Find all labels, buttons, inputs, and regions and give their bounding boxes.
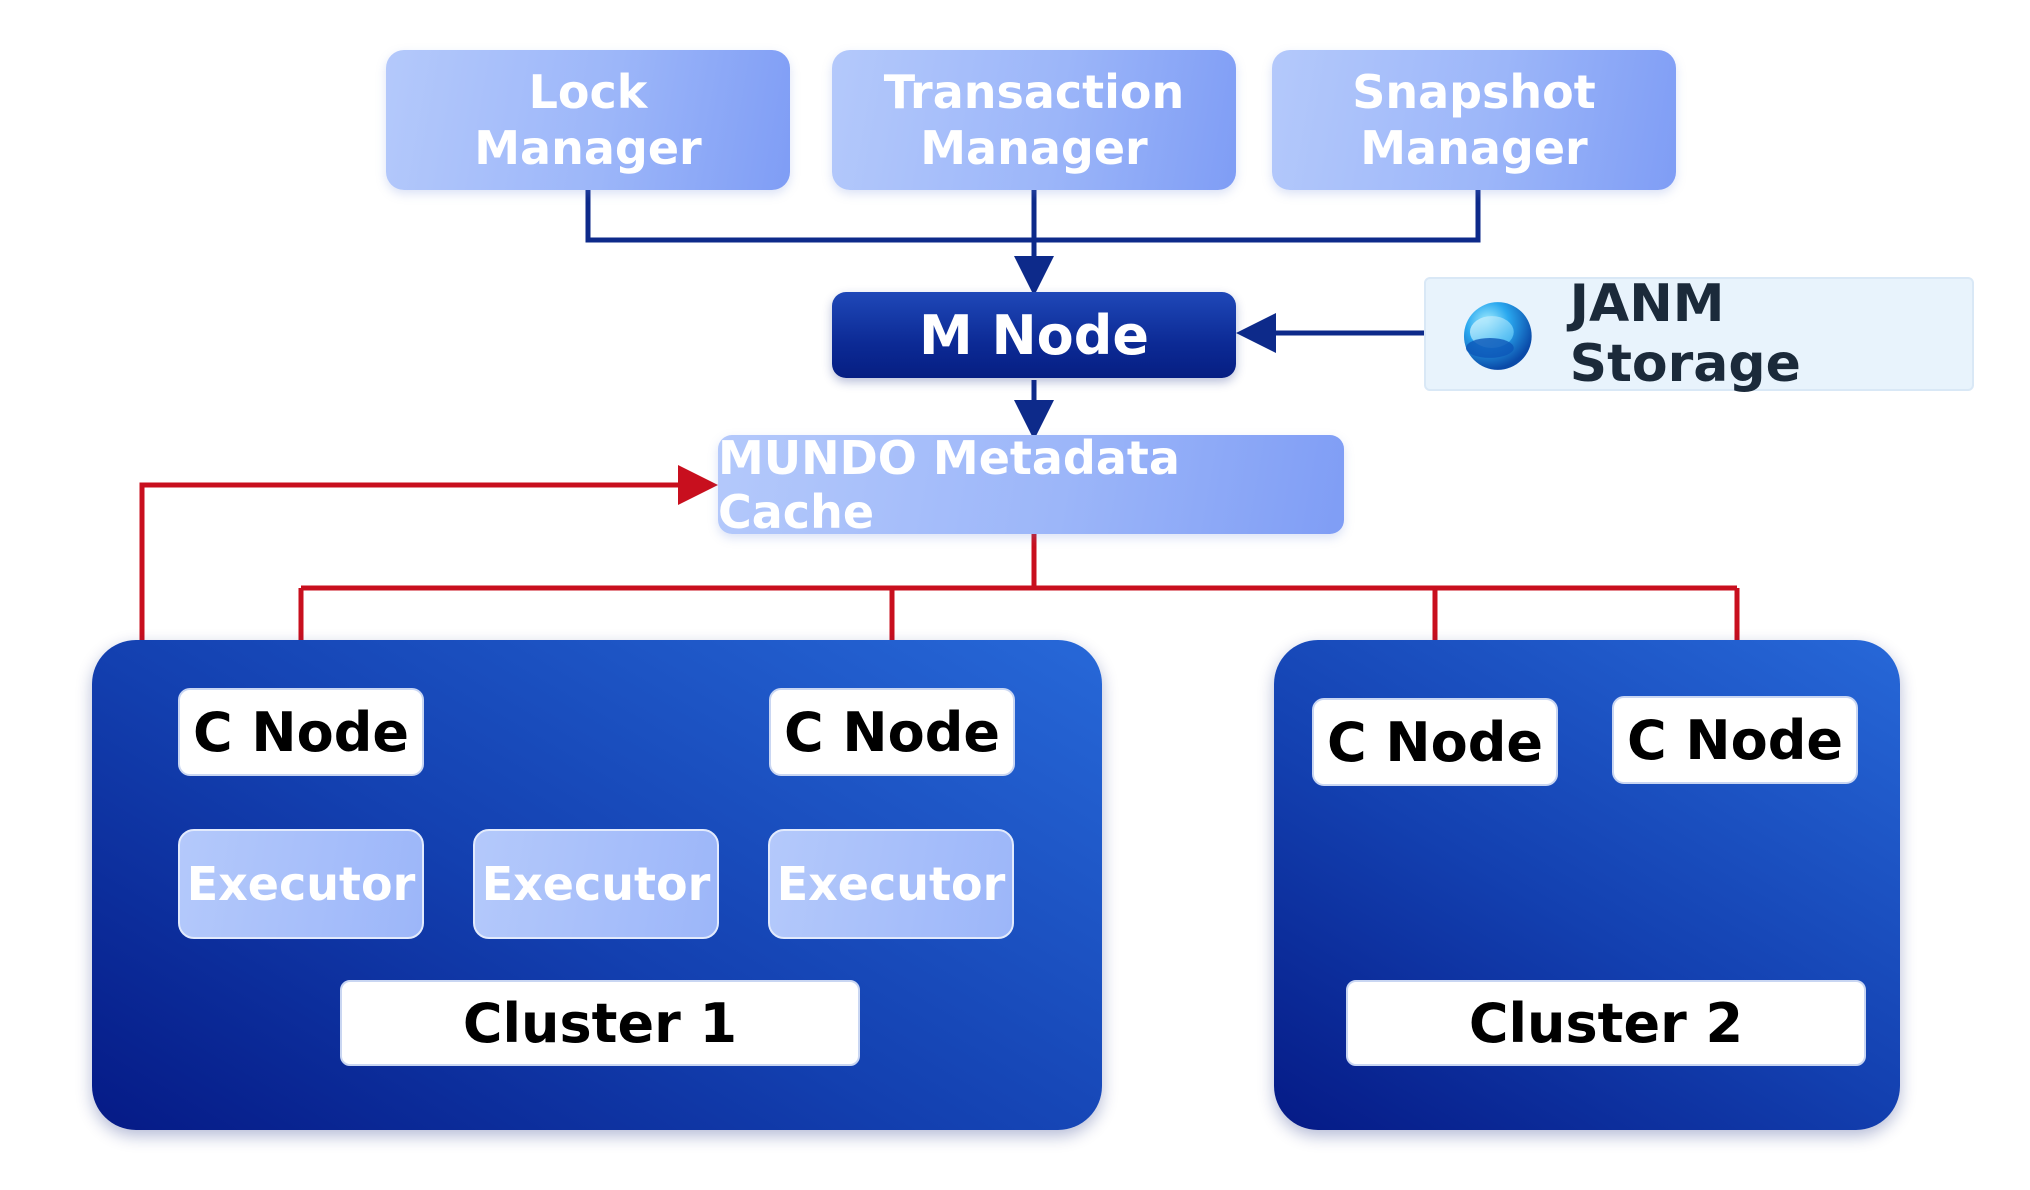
cache-distribution-line <box>301 534 1037 591</box>
executor-label: Executor <box>776 857 1006 911</box>
executor: Executor <box>768 829 1014 939</box>
metadata-cache: MUNDO Metadata Cache <box>718 431 1344 539</box>
transaction-manager-line-2: Manager <box>920 121 1148 175</box>
c-node-label: C Node <box>1327 710 1543 774</box>
snapshot-manager: Snapshot Manager <box>1272 50 1676 190</box>
executor: Executor <box>178 829 424 939</box>
cluster-1-label: Cluster 1 <box>340 980 860 1066</box>
c-node: C Node <box>1612 696 1858 784</box>
cluster-1-label-text: Cluster 1 <box>462 991 738 1055</box>
c-node: C Node <box>769 688 1015 776</box>
lock-manager: Lock Manager <box>386 50 790 190</box>
transaction-manager: Transaction Manager <box>832 50 1236 190</box>
c-node: C Node <box>1312 698 1558 786</box>
m-node: M Node <box>832 292 1236 378</box>
metadata-cache-label: MUNDO Metadata Cache <box>718 430 1180 539</box>
cluster-2-label-text: Cluster 2 <box>1468 991 1744 1055</box>
c-node-label: C Node <box>1627 708 1843 772</box>
storage-label: JANM Storage <box>1569 274 1801 394</box>
lock-manager-line-1: Lock <box>528 65 648 119</box>
c-node-label: C Node <box>784 700 1000 764</box>
transaction-manager-line-1: Transaction <box>883 65 1185 119</box>
storage-logo-icon <box>1463 302 1532 370</box>
c-node-label: C Node <box>193 700 409 764</box>
lock-manager-line-2: Manager <box>474 121 702 175</box>
m-node-label: M Node <box>918 303 1150 367</box>
cluster-2-label: Cluster 2 <box>1346 980 1866 1066</box>
snapshot-manager-line-1: Snapshot <box>1352 65 1596 119</box>
executor: Executor <box>473 829 719 939</box>
snapshot-manager-line-2: Manager <box>1360 121 1588 175</box>
c-node: C Node <box>178 688 424 776</box>
manager-connectors <box>585 190 1481 440</box>
executor-label: Executor <box>481 857 711 911</box>
executor-label: Executor <box>186 857 416 911</box>
janm-storage: JANM Storage <box>1424 274 1974 394</box>
